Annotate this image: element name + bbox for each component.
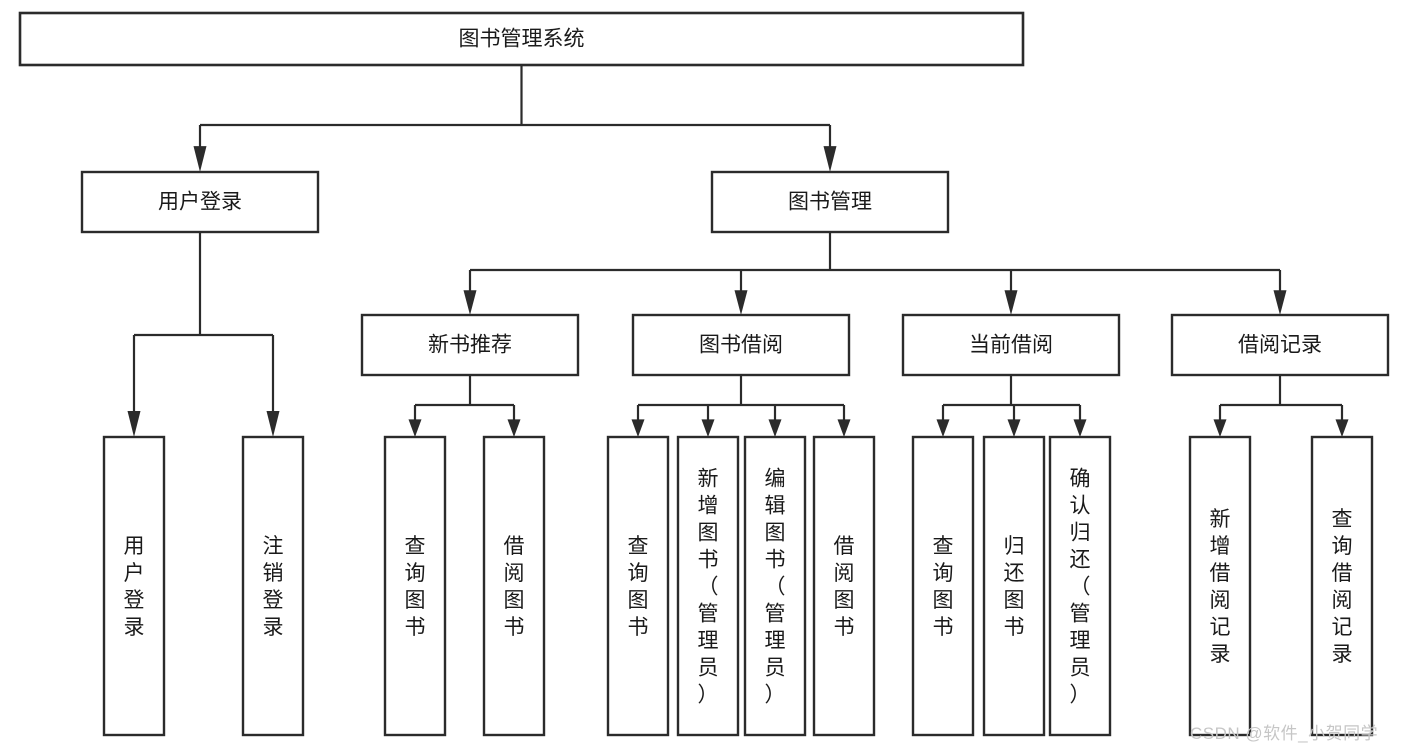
- node-leaf-query-book-current[interactable]: 查询图书: [911, 435, 975, 737]
- node-label-root: 图书管理系统: [459, 28, 585, 51]
- edge-group-book-manage: [463, 232, 1287, 315]
- edge-group-book-borrow: [631, 375, 851, 437]
- node-label-borrow-record: 借阅记录: [1238, 334, 1322, 357]
- node-box-leaf-query-book-rec[interactable]: [383, 435, 447, 737]
- node-label-leaf-return-book: 归还图书: [1004, 535, 1025, 639]
- node-box-user-login[interactable]: [80, 170, 320, 234]
- node-leaf-confirm-return[interactable]: 确认归还（管理员）: [1048, 435, 1112, 737]
- node-leaf-borrow-book-rec[interactable]: 借阅图书: [482, 435, 546, 737]
- node-current-borrow[interactable]: 当前借阅: [901, 313, 1121, 377]
- node-label-leaf-logout: 注销登录: [263, 535, 284, 639]
- node-leaf-add-record[interactable]: 新增借阅记录: [1188, 435, 1252, 737]
- node-box-leaf-borrow-book[interactable]: [812, 435, 876, 737]
- node-leaf-borrow-book[interactable]: 借阅图书: [812, 435, 876, 737]
- node-label-leaf-query-record: 查询借阅记录: [1332, 508, 1353, 666]
- node-box-leaf-query-book-current[interactable]: [911, 435, 975, 737]
- node-root[interactable]: 图书管理系统: [18, 11, 1025, 67]
- edge-group-borrow-record: [1213, 375, 1349, 437]
- edge-group-user-login: [127, 232, 280, 437]
- edge-group-current-borrow: [936, 375, 1087, 437]
- node-label-current-borrow: 当前借阅: [969, 334, 1053, 357]
- node-label-leaf-query-book-rec: 查询图书: [405, 535, 426, 639]
- node-label-leaf-borrow-book-rec: 借阅图书: [504, 535, 525, 639]
- node-leaf-return-book[interactable]: 归还图书: [982, 435, 1046, 737]
- node-box-leaf-return-book[interactable]: [982, 435, 1046, 737]
- node-box-leaf-user-login[interactable]: [102, 435, 166, 737]
- node-leaf-add-book[interactable]: 新增图书（管理员）: [676, 435, 740, 737]
- node-box-root[interactable]: [18, 11, 1025, 67]
- node-label-new-book-rec: 新书推荐: [428, 334, 512, 357]
- node-box-borrow-record[interactable]: [1170, 313, 1390, 377]
- csdn-watermark: CSDN @软件_小贺同学: [1190, 724, 1379, 743]
- node-new-book-rec[interactable]: 新书推荐: [360, 313, 580, 377]
- node-label-leaf-query-book-borrow: 查询图书: [628, 535, 649, 639]
- node-box-leaf-edit-book[interactable]: [743, 435, 807, 737]
- node-box-leaf-add-book[interactable]: [676, 435, 740, 737]
- node-box-leaf-confirm-return[interactable]: [1048, 435, 1112, 737]
- node-borrow-record[interactable]: 借阅记录: [1170, 313, 1390, 377]
- node-label-book-manage: 图书管理: [788, 191, 872, 214]
- node-book-manage[interactable]: 图书管理: [710, 170, 950, 234]
- node-label-leaf-add-record: 新增借阅记录: [1210, 508, 1231, 666]
- node-leaf-query-book-rec[interactable]: 查询图书: [383, 435, 447, 737]
- nodes-layer: 图书管理系统用户登录图书管理新书推荐图书借阅当前借阅借阅记录用户登录注销登录查询…: [18, 11, 1390, 737]
- node-label-leaf-add-book: 新增图书（管理员）: [698, 468, 719, 707]
- edge-group-root: [193, 65, 837, 172]
- node-label-leaf-edit-book: 编辑图书（管理员）: [765, 468, 786, 707]
- node-box-leaf-borrow-book-rec[interactable]: [482, 435, 546, 737]
- node-label-leaf-confirm-return: 确认归还（管理员）: [1070, 468, 1091, 707]
- node-box-leaf-logout[interactable]: [241, 435, 305, 737]
- node-box-leaf-add-record[interactable]: [1188, 435, 1252, 737]
- node-label-leaf-query-book-current: 查询图书: [933, 535, 954, 639]
- node-leaf-edit-book[interactable]: 编辑图书（管理员）: [743, 435, 807, 737]
- node-user-login[interactable]: 用户登录: [80, 170, 320, 234]
- node-label-leaf-user-login: 用户登录: [124, 535, 145, 639]
- node-box-leaf-query-record[interactable]: [1310, 435, 1374, 737]
- node-label-leaf-borrow-book: 借阅图书: [834, 535, 855, 639]
- node-leaf-user-login[interactable]: 用户登录: [102, 435, 166, 737]
- node-box-current-borrow[interactable]: [901, 313, 1121, 377]
- node-book-borrow[interactable]: 图书借阅: [631, 313, 851, 377]
- node-box-leaf-query-book-borrow[interactable]: [606, 435, 670, 737]
- node-leaf-logout[interactable]: 注销登录: [241, 435, 305, 737]
- node-label-user-login: 用户登录: [158, 191, 242, 214]
- edge-group-new-book-rec: [408, 375, 521, 437]
- node-leaf-query-book-borrow[interactable]: 查询图书: [606, 435, 670, 737]
- node-box-new-book-rec[interactable]: [360, 313, 580, 377]
- edges-layer: [127, 65, 1349, 437]
- node-leaf-query-record[interactable]: 查询借阅记录: [1310, 435, 1374, 737]
- node-box-book-borrow[interactable]: [631, 313, 851, 377]
- node-label-book-borrow: 图书借阅: [699, 334, 783, 357]
- node-box-book-manage[interactable]: [710, 170, 950, 234]
